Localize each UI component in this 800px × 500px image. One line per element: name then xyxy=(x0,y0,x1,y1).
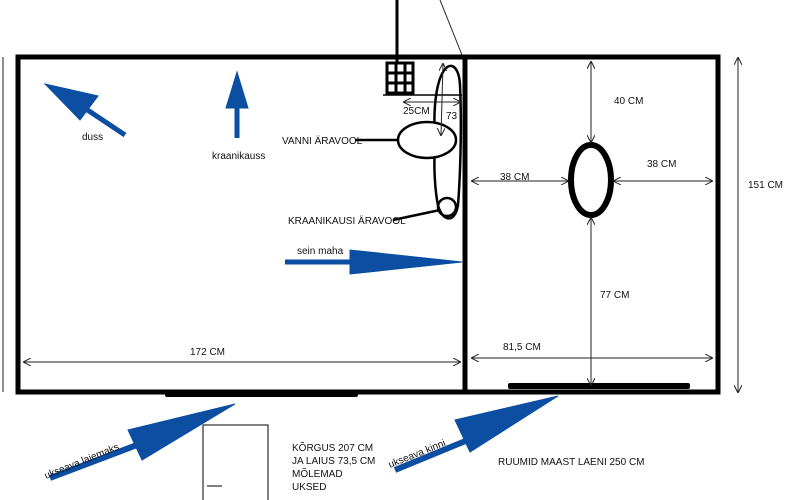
bottom-gap-label: 77 CM xyxy=(600,290,629,301)
kraanikauss-label: kraanikauss xyxy=(212,151,265,162)
sein-maha-label: sein maha xyxy=(297,246,344,257)
floor-grate-icon xyxy=(383,61,462,96)
duss-label: duss xyxy=(82,132,103,143)
door-note-1: KÕRGUS 207 CM xyxy=(292,441,373,454)
door-note-4: UKSED xyxy=(292,482,326,493)
arrow-sein-maha xyxy=(285,249,463,275)
left-gap-label: 38 CM xyxy=(500,172,529,183)
arrow-ukseava-laiemaks xyxy=(48,403,236,481)
toilet-oval xyxy=(568,142,614,218)
walls xyxy=(15,54,721,395)
arrow-duss xyxy=(43,83,127,138)
tub-width-label: 25CM xyxy=(403,106,430,117)
kraanikausi-aravool-label: KRAANIKAUSI ÄRAVOOL xyxy=(288,215,406,227)
arrow-ukseava-kinni xyxy=(393,395,559,473)
tub-length-label: 73 xyxy=(446,111,458,122)
diagonal-line xyxy=(439,0,463,56)
ruumid-label: RUUMID MAAST LAENI 250 CM xyxy=(498,457,645,468)
vanni-aravool-label: VANNI ÄRAVOOL xyxy=(282,135,363,147)
right-gap-label: 38 CM xyxy=(647,159,676,170)
door-icon xyxy=(202,424,269,500)
right-room-width-label: 81,5 CM xyxy=(503,342,541,353)
ukseava-laiemaks-label: ukseava laiemaks xyxy=(43,442,121,482)
left-room-width-label: 172 CM xyxy=(190,347,225,358)
top-gap-label: 40 CM xyxy=(614,96,643,107)
door-left xyxy=(165,391,358,397)
door-note-2: JA LAIUS 73,5 CM xyxy=(292,456,375,467)
arrow-kraanikauss xyxy=(225,70,249,138)
height-label: 151 CM xyxy=(748,180,783,191)
door-right xyxy=(508,383,690,389)
bathtub xyxy=(355,64,463,222)
door-note-3: MÕLEMAD xyxy=(292,467,343,480)
